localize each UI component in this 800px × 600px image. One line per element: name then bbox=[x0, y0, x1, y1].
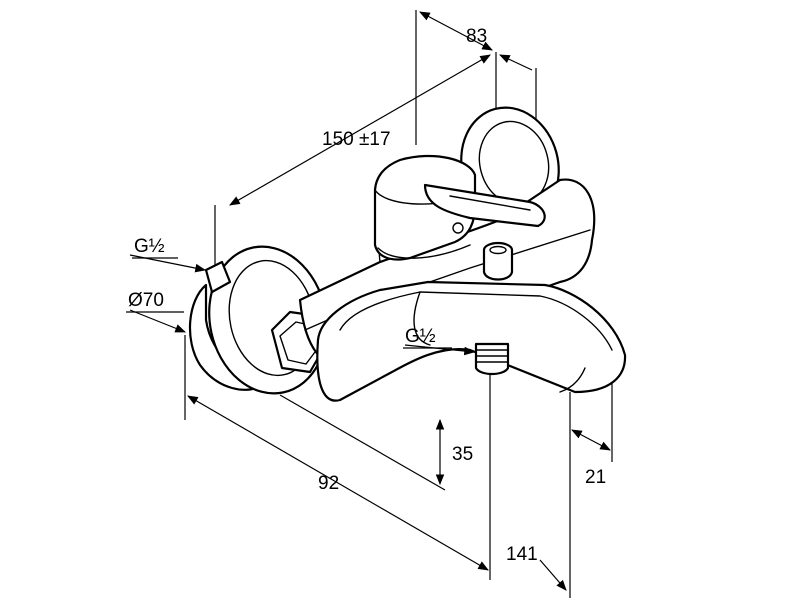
dim-label-diameter-70: Ø70 bbox=[128, 290, 164, 311]
dim-label-35: 35 bbox=[452, 444, 473, 465]
dim-label-83: 83 bbox=[466, 26, 487, 47]
dimension-lines bbox=[129, 11, 611, 591]
bottom-outlet-thread bbox=[474, 342, 510, 376]
dim-label-92: 92 bbox=[318, 473, 339, 494]
dim-label-21: 21 bbox=[585, 467, 606, 488]
callout-underlines bbox=[126, 257, 452, 349]
dim-label-150: 150 ±17 bbox=[322, 129, 391, 150]
diverter-knob bbox=[482, 241, 514, 281]
dim-label-141: 141 bbox=[506, 544, 538, 565]
dim-label-thread-bottom: G½ bbox=[405, 326, 436, 347]
spout bbox=[316, 280, 627, 402]
dim-label-thread-left: G½ bbox=[134, 236, 165, 257]
